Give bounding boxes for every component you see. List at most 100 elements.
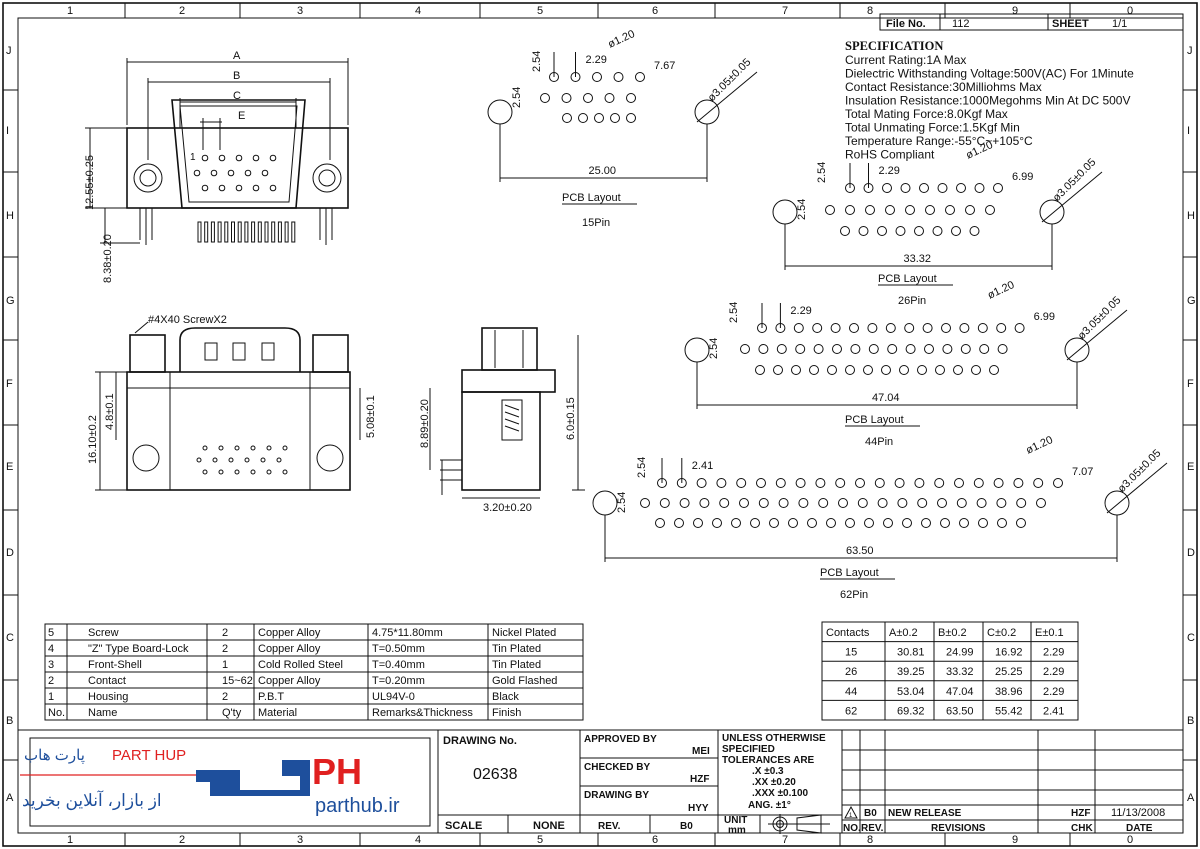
scale-value: NONE — [533, 820, 565, 832]
revision-description: NEW RELEASE — [888, 808, 962, 819]
spec-line: Insulation Resistance:1000Megohms Min At… — [845, 94, 1131, 108]
parts-cell: No. — [48, 707, 65, 719]
pcb-hole — [985, 205, 995, 215]
pcb-hole — [885, 323, 896, 333]
right-view: 8.89±0.20 6.0±0.15 3.20±0.20 — [419, 327, 585, 514]
contact-hole — [244, 169, 252, 177]
dim-mount-hole: ø3.05±0.05 — [1116, 447, 1164, 495]
pcb-hole — [818, 498, 829, 508]
row-mark-left: G — [6, 295, 15, 307]
row-mark-right: C — [1187, 632, 1195, 644]
pcb-hole — [919, 183, 929, 193]
drawing-no: 02638 — [473, 766, 518, 783]
mount-hole — [684, 337, 710, 363]
approved-label: APPROVED BY — [584, 734, 657, 745]
pcb-hole — [881, 365, 891, 375]
title-block: DRAWING No. 02638 SCALE NONE APPROVED BY… — [18, 729, 1183, 836]
pin-1-label: 1 — [190, 152, 196, 163]
column-mark-bottom: 3 — [297, 834, 303, 846]
row-mark-right: F — [1187, 378, 1194, 390]
pcb-hole — [562, 113, 572, 123]
logo-url: parthub.ir — [315, 795, 400, 817]
dim-height: 12.55±0.25 — [84, 155, 96, 210]
pcb-hole — [971, 365, 981, 375]
pcb-hole — [755, 365, 765, 375]
dimension-lines — [784, 163, 1103, 270]
pcb-hole — [825, 205, 835, 215]
dim-width: 33.32 — [904, 253, 932, 265]
revision-chk: HZF — [1071, 808, 1090, 819]
dims-cell: 26 — [845, 666, 857, 678]
parts-cell: 3 — [48, 659, 54, 671]
contact-pin — [196, 457, 202, 463]
pcb-hole — [758, 344, 769, 354]
row-mark-left: B — [6, 715, 13, 727]
pcb-hole — [887, 344, 898, 354]
column-mark-bottom: 9 — [1012, 834, 1018, 846]
pcb-hole — [877, 498, 888, 508]
contact-hole — [193, 169, 201, 177]
pcb-hole — [996, 323, 1007, 333]
logo-en-name: PART HUP — [112, 747, 186, 764]
spec-line: Total Mating Force:8.0Kgf Max — [845, 107, 1008, 121]
pcb-hole — [813, 344, 824, 354]
column-mark-bottom: 4 — [415, 834, 421, 846]
dim-b: B — [233, 70, 240, 82]
pcb-hole — [855, 478, 865, 488]
contact-hole — [252, 184, 260, 192]
pcb-layout-label: PCB Layout — [878, 273, 937, 285]
pcb-hole — [693, 518, 703, 528]
pcb-hole — [626, 93, 636, 103]
logo-fa-name: پارت هاب — [24, 747, 85, 764]
parthub-logo: پارت هاب PART HUP از بازار، آنلاین بخرید… — [20, 747, 400, 817]
pcb-hole — [874, 478, 885, 488]
pcb-hole — [905, 205, 915, 215]
contact-pin — [234, 445, 240, 451]
pcb-hole — [960, 344, 971, 354]
pcb-hole — [578, 113, 588, 123]
contact-pin — [234, 469, 240, 475]
pcb-hole — [788, 518, 798, 528]
row-mark-left: J — [6, 45, 12, 57]
dim-row-2: 2.54 — [816, 162, 828, 183]
row-mark-right: H — [1187, 210, 1195, 222]
pcb-hole — [922, 323, 933, 333]
pcb-hole — [965, 205, 975, 215]
contact-pin — [250, 469, 256, 475]
dim-e: E — [238, 110, 245, 122]
pcb-hole — [1053, 478, 1063, 488]
pcb-hole — [932, 226, 943, 236]
spec-line: Dielectric Withstanding Voltage:500V(AC)… — [845, 67, 1134, 81]
contact-leg — [210, 221, 215, 243]
pcb-hole — [679, 498, 690, 508]
pcb-hole — [882, 183, 892, 193]
contact-pin — [202, 445, 208, 451]
pcb-hole — [1013, 478, 1024, 488]
row-mark-right: D — [1187, 547, 1195, 559]
rev-header-chk: CHK — [1071, 823, 1093, 834]
parts-cell: 1 — [48, 691, 54, 703]
contact-hole — [261, 169, 269, 177]
column-mark-top: 7 — [782, 5, 788, 17]
parts-cell: UL94V-0 — [372, 691, 415, 703]
dim-hole: ø1.20 — [1024, 434, 1055, 457]
screw-note: #4X40 ScrewX2 — [148, 314, 227, 326]
column-mark-bottom: 6 — [652, 834, 658, 846]
pcb-hole — [815, 478, 826, 488]
parts-cell: Tin Plated — [492, 659, 541, 671]
pcb-hole — [867, 323, 878, 333]
pcb-hole — [594, 113, 604, 123]
contact-pin — [276, 457, 282, 463]
row-mark-right: G — [1187, 295, 1196, 307]
contact-hole — [218, 184, 226, 192]
dim-shell-height: 4.8±0.1 — [104, 393, 116, 430]
dim-mount-hole: ø3.05±0.05 — [1051, 156, 1099, 204]
pcb-hole — [894, 478, 905, 488]
pcb-hole — [604, 93, 615, 103]
contact-hole — [252, 154, 260, 162]
pcb-hole — [613, 72, 624, 82]
